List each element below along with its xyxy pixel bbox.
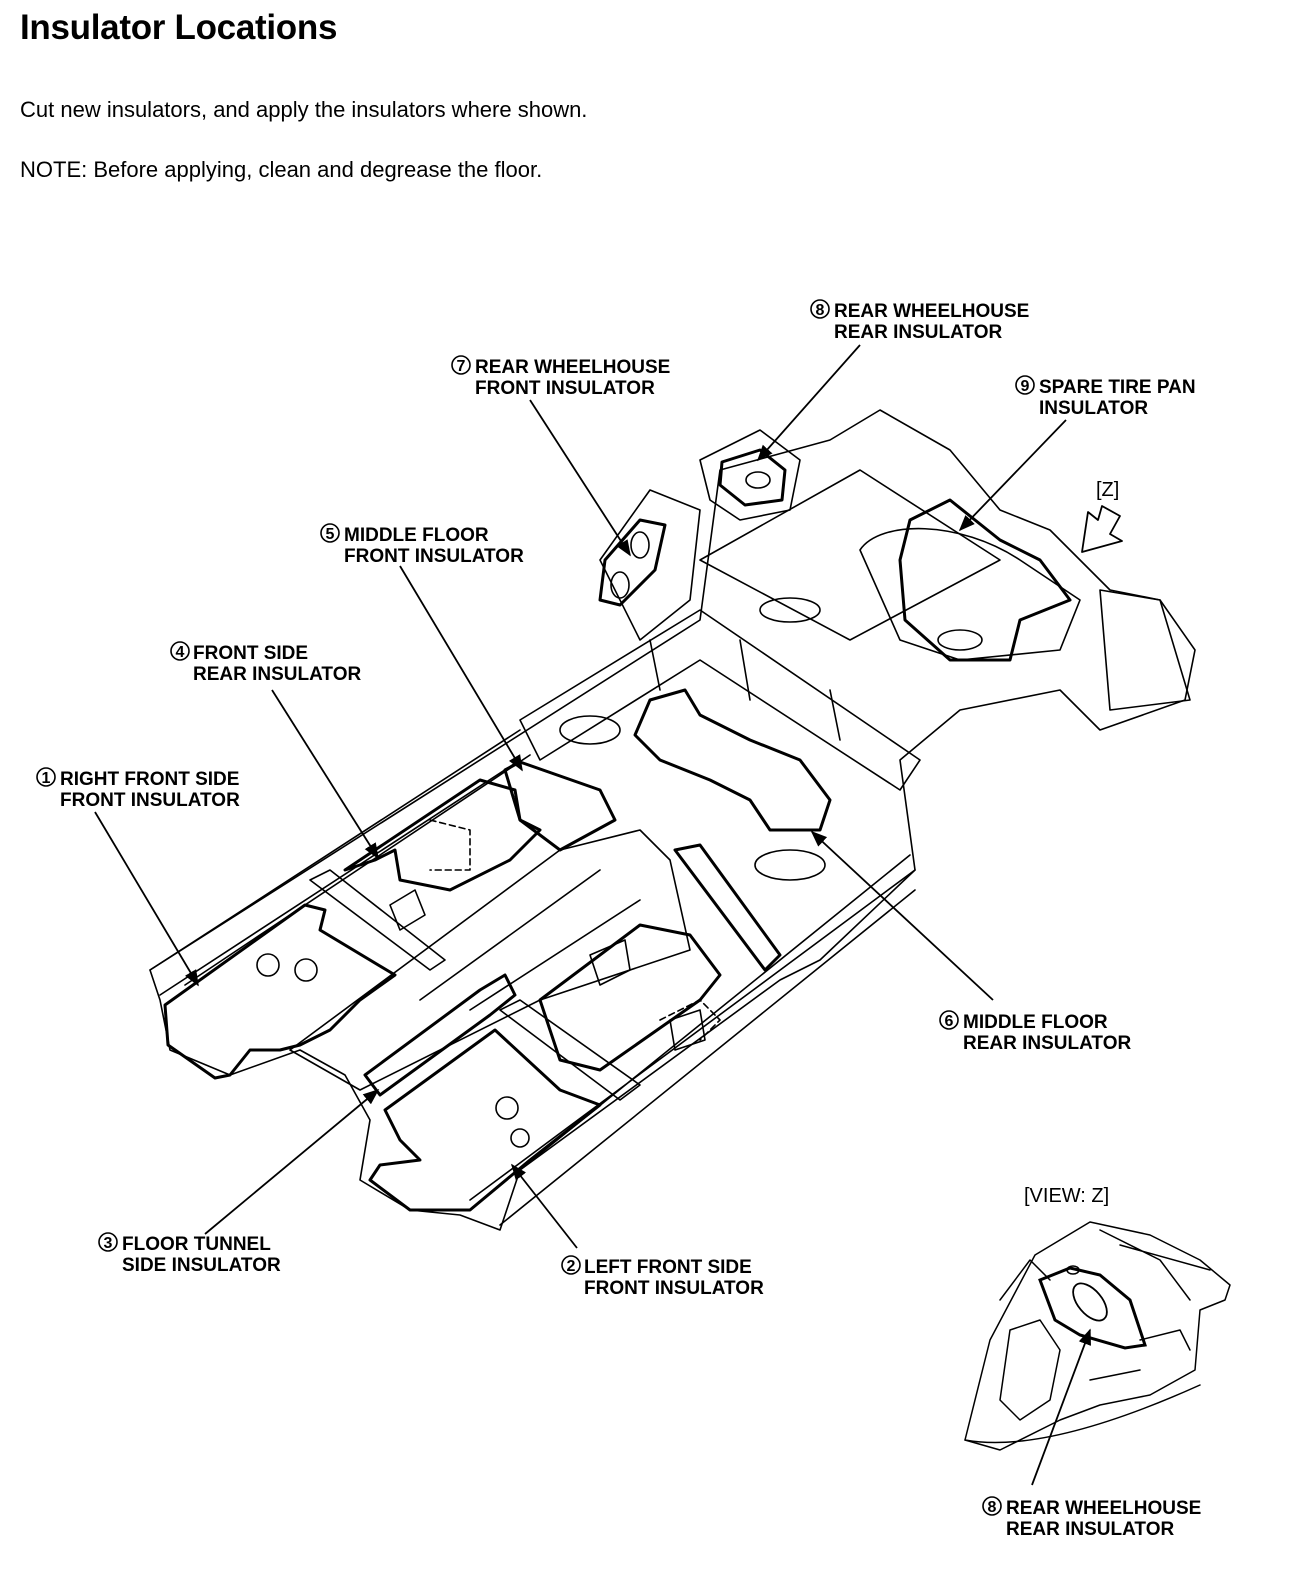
insulator-7-outline bbox=[598, 518, 667, 607]
callout-5-line2: FRONT INSULATOR bbox=[344, 546, 524, 567]
insulator-6-outline bbox=[633, 688, 832, 832]
callout-4: 4 FRONT SIDE REAR INSULATOR bbox=[170, 641, 361, 685]
leader-1 bbox=[94, 811, 199, 987]
callout-3-number: 3 bbox=[104, 1235, 113, 1252]
insulator-4-outline bbox=[343, 778, 542, 892]
callout-3-line2: SIDE INSULATOR bbox=[122, 1255, 281, 1276]
callout-6-line1: MIDDLE FLOOR bbox=[963, 1012, 1108, 1033]
leader-5 bbox=[399, 565, 523, 772]
leader-9 bbox=[958, 419, 1067, 532]
callout-4-number: 4 bbox=[176, 644, 185, 661]
leader-3 bbox=[204, 1088, 380, 1235]
callout-5-number: 5 bbox=[326, 526, 335, 543]
leader-2 bbox=[511, 1163, 578, 1249]
tunnel-ramp-outline bbox=[673, 843, 782, 972]
callout-8-line2: REAR INSULATOR bbox=[834, 322, 1002, 343]
callout-1: 1 RIGHT FRONT SIDE FRONT INSULATOR bbox=[36, 767, 240, 811]
callout-3-line1: FLOOR TUNNEL bbox=[122, 1234, 271, 1255]
callout-7-number: 7 bbox=[457, 358, 466, 375]
insulator-5-outline bbox=[503, 760, 617, 852]
callout-5-line1: MIDDLE FLOOR bbox=[344, 525, 489, 546]
leader-7 bbox=[529, 399, 631, 557]
callout-2: 2 LEFT FRONT SIDE FRONT INSULATOR bbox=[561, 1255, 764, 1299]
callout-6-line2: REAR INSULATOR bbox=[963, 1033, 1131, 1054]
inset-leader-8 bbox=[1031, 1328, 1091, 1486]
floor-pan-drawing bbox=[149, 409, 1196, 1231]
inset-title: [VIEW: Z] bbox=[1024, 1185, 1109, 1207]
callout-5: 5 MIDDLE FLOOR FRONT INSULATOR bbox=[320, 523, 524, 567]
insulator-9-outline bbox=[898, 498, 1072, 662]
view-z-inset: [VIEW: Z] 8 REAR WHEELHOUSE REAR INSULAT… bbox=[964, 1185, 1231, 1540]
insulator-1-outline bbox=[163, 903, 397, 1080]
callout-8-line1: REAR WHEELHOUSE bbox=[834, 301, 1029, 322]
leader-6 bbox=[810, 830, 994, 1001]
callout-9-number: 9 bbox=[1021, 378, 1030, 395]
callout-9-line1: SPARE TIRE PAN bbox=[1039, 377, 1196, 398]
leader-8 bbox=[756, 344, 861, 462]
inset-callout-8-line2: REAR INSULATOR bbox=[1006, 1519, 1174, 1540]
callout-2-line2: FRONT INSULATOR bbox=[584, 1278, 764, 1299]
insulator-3-outline bbox=[363, 973, 517, 1097]
insulator-2-outline bbox=[368, 1028, 602, 1212]
callout-9: 9 SPARE TIRE PAN INSULATOR bbox=[1015, 375, 1196, 419]
insulator-outlines bbox=[163, 448, 1072, 1212]
inset-callout-8: 8 REAR WHEELHOUSE REAR INSULATOR bbox=[982, 1496, 1201, 1540]
inset-callout-8-line1: REAR WHEELHOUSE bbox=[1006, 1498, 1201, 1519]
view-marker-z: [Z] bbox=[1096, 479, 1119, 501]
callout-6: 6 MIDDLE FLOOR REAR INSULATOR bbox=[939, 1010, 1131, 1054]
instruction-text: Cut new insulators, and apply the insula… bbox=[20, 97, 588, 122]
callout-7-line1: REAR WHEELHOUSE bbox=[475, 357, 670, 378]
callout-7: 7 REAR WHEELHOUSE FRONT INSULATOR bbox=[451, 355, 670, 399]
callout-8-number: 8 bbox=[816, 302, 825, 319]
callout-8: 8 REAR WHEELHOUSE REAR INSULATOR bbox=[810, 299, 1029, 343]
page-title: Insulator Locations bbox=[20, 8, 338, 47]
callout-1-line1: RIGHT FRONT SIDE bbox=[60, 769, 239, 790]
view-z-arrow bbox=[1081, 505, 1123, 553]
callout-4-line2: REAR INSULATOR bbox=[193, 664, 361, 685]
note-text: NOTE: Before applying, clean and degreas… bbox=[20, 157, 543, 182]
insulator-2-rear-outline bbox=[538, 923, 722, 1072]
callout-1-number: 1 bbox=[42, 770, 51, 787]
inset-callout-8-number: 8 bbox=[988, 1499, 997, 1516]
leader-4 bbox=[271, 689, 379, 860]
leader-arrows bbox=[94, 344, 1067, 1249]
insulator-8-outline bbox=[718, 448, 787, 507]
callout-2-line1: LEFT FRONT SIDE bbox=[584, 1257, 752, 1278]
callout-3: 3 FLOOR TUNNEL SIDE INSULATOR bbox=[98, 1232, 281, 1276]
callout-7-line2: FRONT INSULATOR bbox=[475, 378, 655, 399]
inset-insulator-8-outline bbox=[1038, 1266, 1147, 1350]
callout-4-line1: FRONT SIDE bbox=[193, 643, 308, 664]
callout-6-number: 6 bbox=[945, 1013, 954, 1030]
callout-9-line2: INSULATOR bbox=[1039, 398, 1148, 419]
callout-1-line2: FRONT INSULATOR bbox=[60, 790, 240, 811]
callout-2-number: 2 bbox=[567, 1258, 576, 1275]
